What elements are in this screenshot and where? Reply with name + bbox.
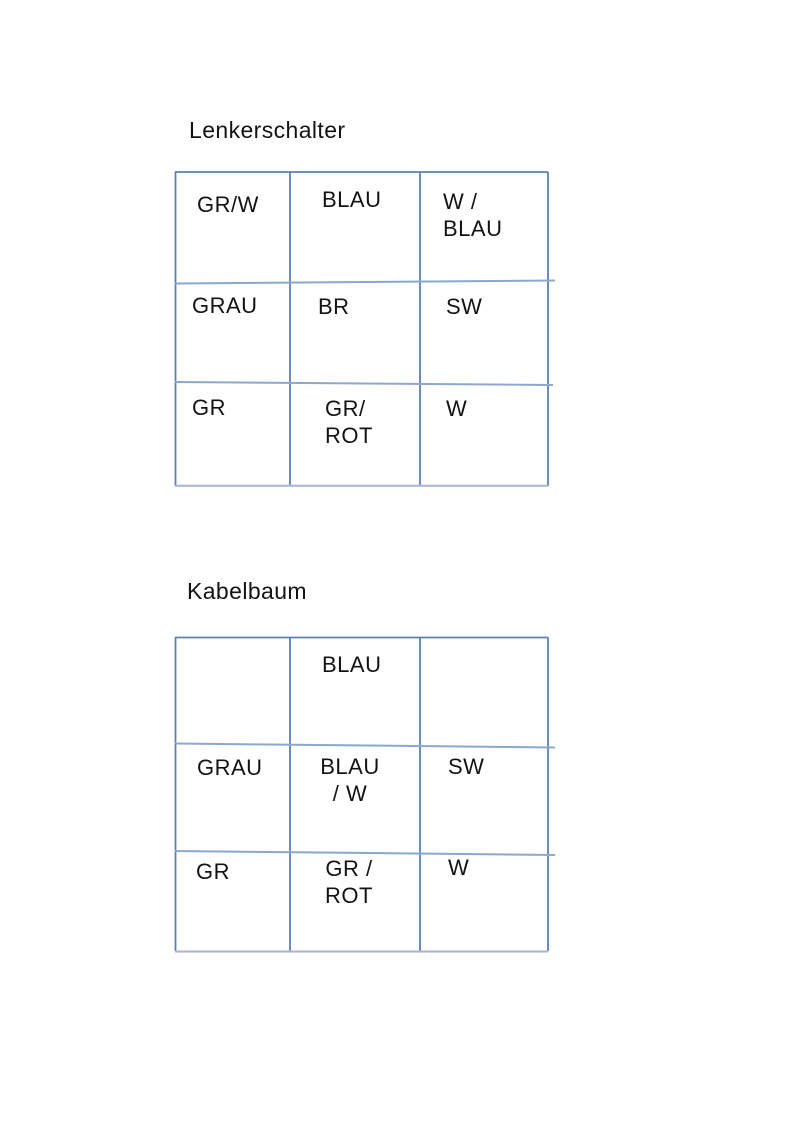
row-separator-line <box>174 381 554 386</box>
table-cell: GRAU <box>197 755 263 780</box>
table-cell: BLAU <box>322 652 382 677</box>
table-cell: W <box>446 396 468 421</box>
table-cell: GR/W <box>197 192 259 217</box>
table-cell: BLAU / W <box>320 754 380 806</box>
table-cell: W <box>448 855 470 880</box>
table-title: Kabelbaum <box>187 578 307 604</box>
table-cell: GR / ROT <box>325 856 373 908</box>
row-separator-line <box>174 279 556 285</box>
table-cell: GR <box>196 859 230 884</box>
table-cell: BR <box>318 294 350 319</box>
table-cell: SW <box>446 294 483 319</box>
table-cell: SW <box>448 754 485 779</box>
table-cell: BLAU <box>322 187 382 212</box>
table-cell: W / BLAU <box>443 189 503 241</box>
table-cell: GR/ ROT <box>325 396 373 448</box>
row-separator-line <box>174 742 556 749</box>
table-cell: GR <box>192 395 226 420</box>
table-title: Lenkerschalter <box>189 117 346 143</box>
table-cell: GRAU <box>192 293 258 318</box>
